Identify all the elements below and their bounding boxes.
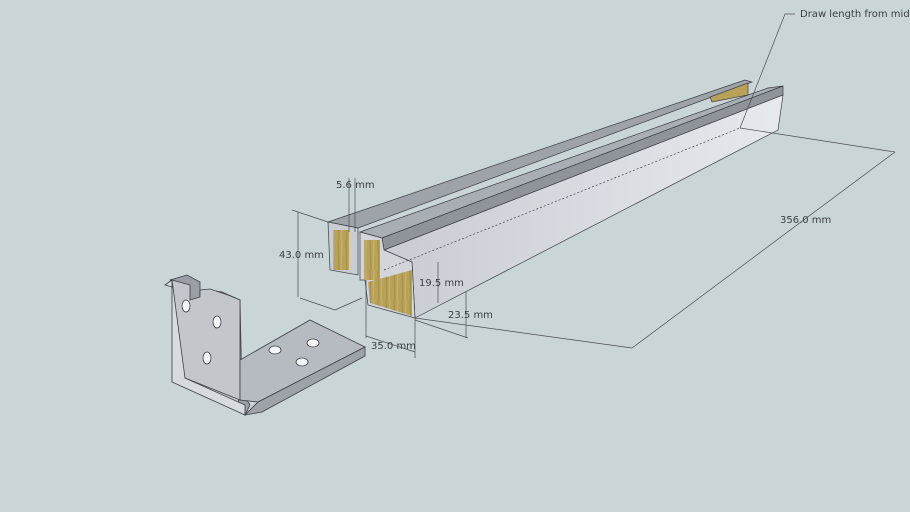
left-rail-wood-insert xyxy=(333,230,349,270)
width-dimension: 35.0 mm xyxy=(371,341,416,352)
lower-wood-block xyxy=(368,270,412,316)
bracket-hole xyxy=(268,345,282,355)
length-dimension: 356.0 mm xyxy=(780,215,832,226)
l-bracket xyxy=(164,274,366,416)
note-label: Draw length from middle xyxy=(800,9,910,20)
bracket-hole xyxy=(181,299,191,313)
lower-height-dimension: 23.5 mm xyxy=(448,310,493,321)
bracket-hole xyxy=(295,357,309,367)
left-rail xyxy=(326,79,754,276)
bracket-hole xyxy=(202,351,212,365)
right-rail xyxy=(358,85,784,319)
bracket-hole xyxy=(306,338,320,348)
inner-height-dimension: 19.5 mm xyxy=(419,278,464,289)
height-dimension: 43.0 mm xyxy=(279,250,324,261)
dimension-lines xyxy=(291,13,896,358)
bracket-hole xyxy=(212,315,222,329)
wall-thickness-dimension: 5.6 mm xyxy=(336,180,375,191)
right-rail-wood-insert xyxy=(364,240,380,280)
